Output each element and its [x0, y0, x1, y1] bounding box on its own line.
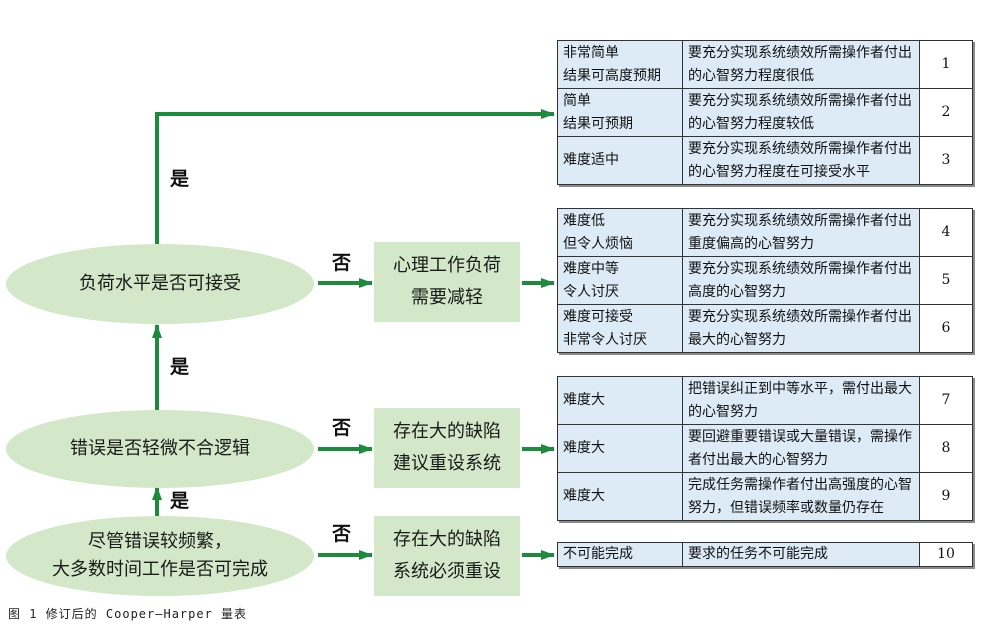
question-errors-minor: 错误是否轻微不合逻辑 [6, 410, 314, 488]
rating-description: 要求的任务不可能完成 [682, 542, 920, 567]
outcome-reduce-load: 心理工作负荷 需要减轻 [374, 242, 520, 322]
rating-category: 难度适中 [557, 136, 683, 185]
rating-number: 1 [919, 40, 973, 89]
rating-number: 7 [919, 376, 973, 425]
rating-category: 难度低 但令人烦恼 [557, 208, 683, 257]
table-row: 难度低 但令人烦恼 要充分实现系统绩效所需操作者付出重度偏高的心智努力 4 [557, 208, 973, 257]
table-row: 难度大 完成任务需操作者付出高强度的心智努力，但错误频率或数量仍存在 9 [557, 472, 973, 521]
rating-description: 要回避重要错误或大量错误，需操作者付出最大的心智努力 [682, 424, 920, 473]
rating-group-2: 难度低 但令人烦恼 要充分实现系统绩效所需操作者付出重度偏高的心智努力 4 难度… [557, 208, 973, 353]
rating-category: 难度可接受 非常令人讨厌 [557, 304, 683, 353]
rating-number: 2 [919, 88, 973, 137]
outcome-redesign-mandatory: 存在大的缺陷 系统必须重设 [374, 516, 520, 596]
rating-number: 9 [919, 472, 973, 521]
rating-group-1: 非常简单 结果可高度预期 要充分实现系统绩效所需操作者付出的心智努力程度很低 1… [557, 40, 973, 185]
label-no-q3: 否 [332, 523, 352, 545]
rating-description: 完成任务需操作者付出高强度的心智努力，但错误频率或数量仍存在 [682, 472, 920, 521]
label-no-q2: 否 [332, 417, 352, 439]
question-load-acceptable: 负荷水平是否可接受 [6, 244, 314, 324]
table-row: 难度大 要回避重要错误或大量错误，需操作者付出最大的心智努力 8 [557, 424, 973, 473]
rating-number: 4 [919, 208, 973, 257]
rating-number: 10 [919, 542, 973, 567]
rating-category: 非常简单 结果可高度预期 [557, 40, 683, 89]
rating-description: 要充分实现系统绩效所需操作者付出的心智努力程度很低 [682, 40, 920, 89]
table-row: 难度中等 令人讨厌 要充分实现系统绩效所需操作者付出高度的心智努力 5 [557, 256, 973, 305]
table-row: 简单 结果可预期 要充分实现系统绩效所需操作者付出的心智努力程度较低 2 [557, 88, 973, 137]
question-task-completable: 尽管错误较频繁， 大多数时间工作是否可完成 [6, 516, 314, 596]
rating-group-4: 不可能完成 要求的任务不可能完成 10 [557, 542, 973, 567]
rating-description: 要充分实现系统绩效所需操作者付出的心智努力程度较低 [682, 88, 920, 137]
rating-number: 5 [919, 256, 973, 305]
rating-category: 不可能完成 [557, 542, 683, 567]
rating-description: 要充分实现系统绩效所需操作者付出重度偏高的心智努力 [682, 208, 920, 257]
rating-number: 8 [919, 424, 973, 473]
rating-number: 6 [919, 304, 973, 353]
rating-description: 要充分实现系统绩效所需操作者付出最大的心智努力 [682, 304, 920, 353]
label-no-q1: 否 [332, 252, 352, 274]
rating-category: 难度大 [557, 376, 683, 425]
rating-category: 难度大 [557, 472, 683, 521]
rating-number: 3 [919, 136, 973, 185]
label-yes-q1: 是 [170, 168, 190, 190]
rating-description: 要充分实现系统绩效所需操作者付出的心智努力程度在可接受水平 [682, 136, 920, 185]
rating-description: 把错误纠正到中等水平，需付出最大的心智努力 [682, 376, 920, 425]
arrow-q1-yes [155, 109, 555, 244]
table-row: 非常简单 结果可高度预期 要充分实现系统绩效所需操作者付出的心智努力程度很低 1 [557, 40, 973, 89]
rating-group-3: 难度大 把错误纠正到中等水平，需付出最大的心智努力 7 难度大 要回避重要错误或… [557, 376, 973, 521]
rating-category: 难度中等 令人讨厌 [557, 256, 683, 305]
outcome-redesign-recommended: 存在大的缺陷 建议重设系统 [374, 408, 520, 488]
rating-category: 简单 结果可预期 [557, 88, 683, 137]
rating-category: 难度大 [557, 424, 683, 473]
label-yes-q2: 是 [170, 356, 190, 378]
table-row: 难度可接受 非常令人讨厌 要充分实现系统绩效所需操作者付出最大的心智努力 6 [557, 304, 973, 353]
table-row: 不可能完成 要求的任务不可能完成 10 [557, 542, 973, 567]
figure-caption: 图 1 修订后的 Cooper—Harper 量表 [8, 607, 248, 621]
table-row: 难度大 把错误纠正到中等水平，需付出最大的心智努力 7 [557, 376, 973, 425]
table-row: 难度适中 要充分实现系统绩效所需操作者付出的心智努力程度在可接受水平 3 [557, 136, 973, 185]
rating-description: 要充分实现系统绩效所需操作者付出高度的心智努力 [682, 256, 920, 305]
label-yes-q3: 是 [170, 490, 190, 512]
